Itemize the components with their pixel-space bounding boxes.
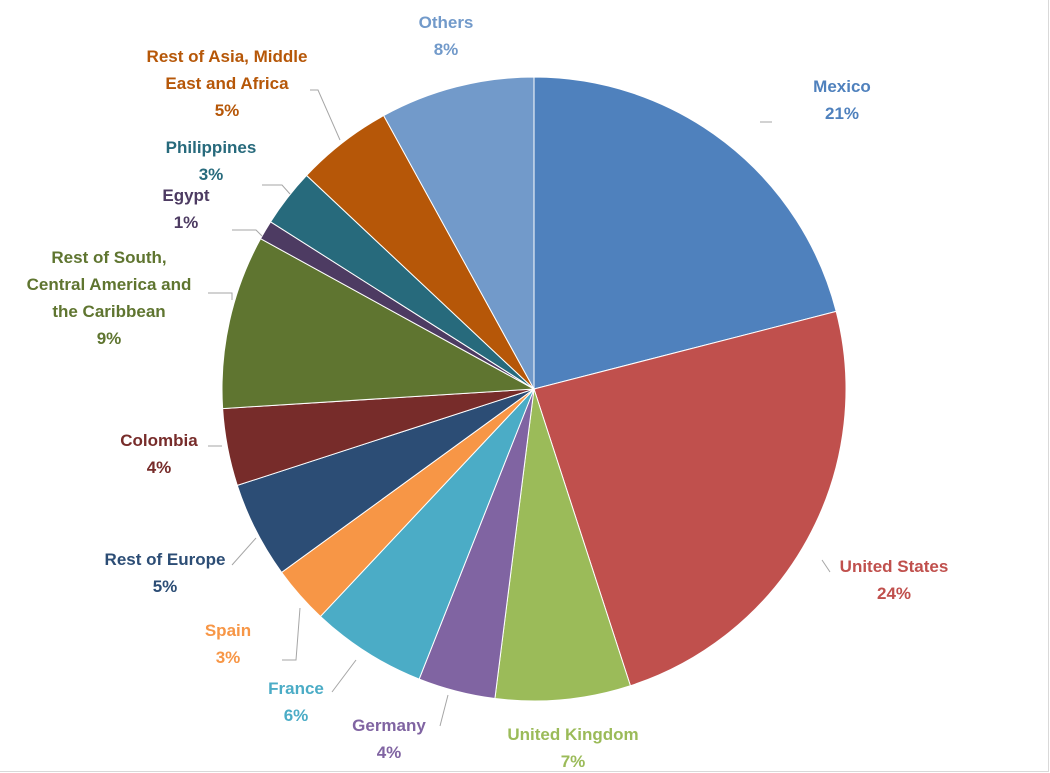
leader-line-philippines <box>262 184 291 195</box>
leader-line-united-states <box>821 559 831 573</box>
pie-slices <box>221 76 847 702</box>
leader-line-rest-of-europe <box>231 537 257 566</box>
pie-slice-rest-of-south-central-america-and-the-caribbean <box>221 238 536 410</box>
leader-line-egypt <box>232 229 263 237</box>
leader-line-rest-of-asia-middle-east-and-africa <box>310 89 341 141</box>
pie-slice-mexico <box>533 76 837 390</box>
leader-line-germany <box>439 694 449 727</box>
pie-slice-united-kingdom <box>494 388 632 702</box>
leader-lines <box>208 89 831 727</box>
pie-slice-others <box>383 76 535 390</box>
leader-line-spain <box>282 607 301 661</box>
pie-slice-united-states <box>533 310 847 687</box>
leader-line-france <box>331 659 357 693</box>
leader-line-rest-of-south-central-america-and-the-caribbean <box>208 292 233 300</box>
